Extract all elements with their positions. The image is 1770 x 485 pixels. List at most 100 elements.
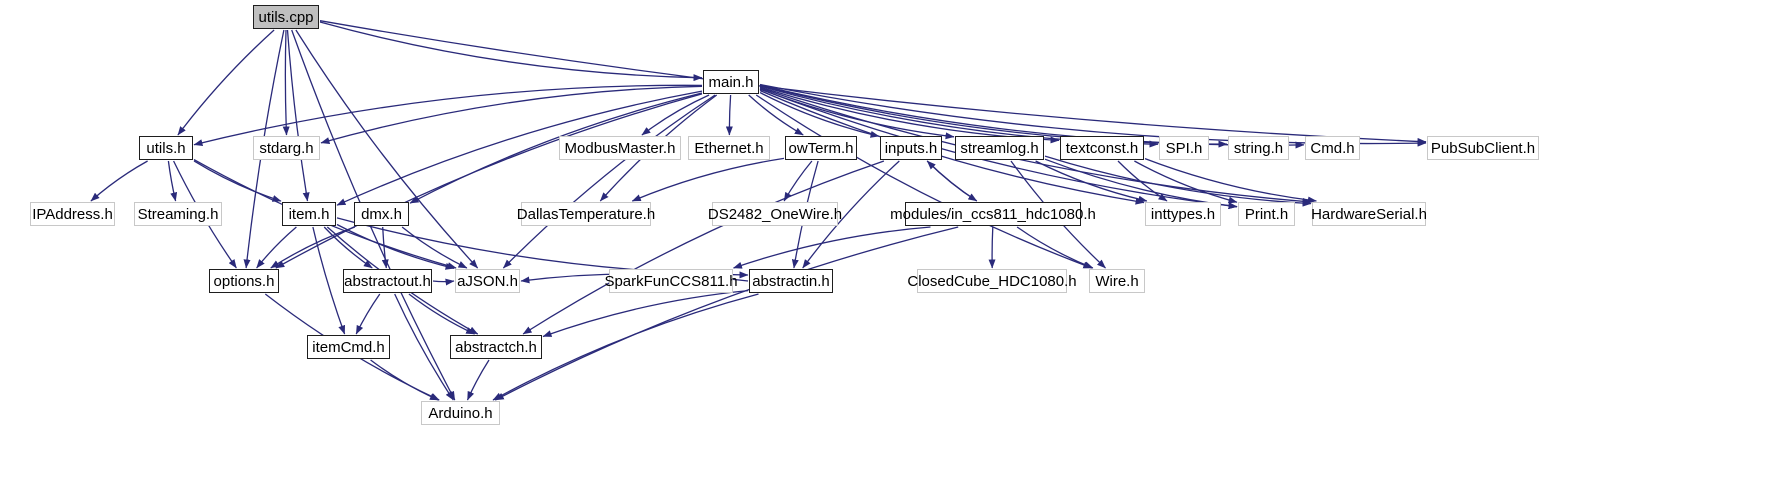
graph-edge-inputs-h-to-abstractch-h	[522, 160, 885, 335]
graph-edge-abstractin-h-to-arduino-h	[492, 293, 759, 401]
graph-edge-item-h-to-ajson-h	[336, 223, 455, 270]
graph-node-label: DS2482_OneWire.h	[707, 205, 843, 223]
graph-edge-abstractin-h-to-abstractch-h	[542, 289, 749, 338]
graph-edge-abstractout-h-to-abstractch-h	[408, 293, 476, 335]
graph-node-label: ClosedCube_HDC1080.h	[907, 272, 1077, 290]
graph-node-label: utils.cpp	[258, 8, 314, 26]
graph-node-label: utils.h	[146, 139, 186, 157]
graph-edge-abstractout-h-to-itemcmd-h	[355, 293, 381, 335]
graph-node-label: owTerm.h	[788, 139, 854, 157]
graph-node-owterm-h[interactable]: owTerm.h	[785, 136, 857, 160]
graph-edge-utils-h-to-streaming-h	[167, 160, 178, 202]
graph-node-label: modules/in_ccs811_hdc1080.h	[890, 205, 1096, 223]
graph-node-inputs-h[interactable]: inputs.h	[880, 136, 942, 160]
graph-node-wire-h[interactable]: Wire.h	[1089, 269, 1145, 293]
graph-node-hwserial-h[interactable]: HardwareSerial.h	[1311, 202, 1427, 226]
graph-edge-ccs811mod-h-to-sparkfun-h	[733, 226, 931, 269]
graph-node-ds2482-h[interactable]: DS2482_OneWire.h	[708, 202, 842, 226]
graph-node-ipaddress-h[interactable]: IPAddress.h	[30, 202, 115, 226]
graph-node-label: aJSON.h	[457, 272, 518, 290]
graph-node-itemcmd-h[interactable]: itemCmd.h	[307, 335, 390, 359]
graph-node-inttypes-h[interactable]: inttypes.h	[1145, 202, 1221, 226]
graph-node-label: Print.h	[1244, 205, 1289, 223]
graph-edge-main-h-to-cmd-h	[759, 84, 1305, 149]
graph-node-stdarg-h[interactable]: stdarg.h	[253, 136, 320, 160]
graph-edge-main-h-to-ethernet-h	[725, 94, 733, 136]
graph-node-main-h[interactable]: main.h	[703, 70, 759, 94]
graph-node-label: ModbusMaster.h	[564, 139, 676, 157]
graph-edge-ccs811mod-h-to-arduino-h	[494, 226, 959, 401]
graph-edge-owterm-h-to-dallas-h	[631, 157, 785, 202]
graph-node-ajson-h[interactable]: aJSON.h	[455, 269, 520, 293]
graph-node-print-h[interactable]: Print.h	[1238, 202, 1295, 226]
graph-edge-abstractout-h-to-arduino-h	[394, 293, 454, 401]
graph-edge-main-h-to-wire-h	[755, 94, 1093, 269]
graph-edge-main-h-to-hwserial-h	[759, 87, 1312, 205]
graph-edge-inputs-h-to-abstractin-h	[802, 160, 900, 269]
graph-edge-owterm-h-to-ds2482-h	[783, 160, 813, 202]
graph-node-label: textconst.h	[1065, 139, 1139, 157]
graph-edge-ccs811mod-h-to-closedcube-h	[988, 226, 996, 269]
graph-node-string-h[interactable]: string.h	[1228, 136, 1289, 160]
graph-node-label: SPI.h	[1165, 139, 1203, 157]
graph-node-arduino-h[interactable]: Arduino.h	[421, 401, 500, 425]
graph-node-dallas-h[interactable]: DallasTemperature.h	[517, 202, 655, 226]
graph-node-label: string.h	[1233, 139, 1284, 157]
graph-node-abstractout-h[interactable]: abstractout.h	[343, 269, 432, 293]
graph-node-item-h[interactable]: item.h	[282, 202, 336, 226]
graph-edge-main-h-to-print-h	[759, 88, 1238, 210]
graph-edge-textconst-h-to-inttypes-h	[1117, 160, 1168, 202]
graph-node-label: Cmd.h	[1310, 139, 1355, 157]
graph-edge-ccs811mod-h-to-wire-h	[1016, 226, 1094, 269]
graph-node-label: inttypes.h	[1150, 205, 1216, 223]
graph-edge-ccs811mod-h-to-inputs-h	[926, 160, 978, 202]
graph-edge-utils-h-to-ipaddress-h	[90, 160, 148, 202]
graph-edge-utils-cpp-to-utils-h	[177, 29, 275, 136]
graph-edge-main-h-to-options-h	[275, 93, 703, 269]
graph-node-streaming-h[interactable]: Streaming.h	[134, 202, 222, 226]
graph-node-abstractin-h[interactable]: abstractin.h	[749, 269, 833, 293]
graph-node-label: options.h	[213, 272, 275, 290]
graph-edge-streamlog-h-to-hwserial-h	[1044, 155, 1312, 207]
graph-node-utils-h[interactable]: utils.h	[139, 136, 193, 160]
graph-node-label: inputs.h	[884, 139, 938, 157]
graph-node-pubsub-h[interactable]: PubSubClient.h	[1427, 136, 1539, 160]
graph-edge-main-h-to-utils-h	[193, 84, 703, 147]
graph-edge-main-h-to-modbus-h	[641, 94, 710, 136]
graph-edge-main-h-to-dmx-h	[409, 92, 703, 204]
graph-node-dmx-h[interactable]: dmx.h	[354, 202, 409, 226]
graph-edge-main-h-to-ajson-h	[502, 94, 716, 269]
graph-edge-utils-cpp-to-item-h	[286, 29, 310, 202]
graph-node-textconst-h[interactable]: textconst.h	[1060, 136, 1144, 160]
graph-node-label: abstractout.h	[344, 272, 431, 290]
graph-node-sparkfun-h[interactable]: SparkFunCCS811.h	[604, 269, 738, 293]
graph-node-cmd-h[interactable]: Cmd.h	[1305, 136, 1360, 160]
graph-node-modbus-h[interactable]: ModbusMaster.h	[559, 136, 681, 160]
graph-node-label: PubSubClient.h	[1430, 139, 1536, 157]
graph-node-label: Streaming.h	[137, 205, 219, 223]
graph-edge-item-h-to-abstractout-h	[323, 226, 373, 269]
graph-edge-item-h-to-abstractin-h	[336, 217, 749, 279]
graph-node-utils-cpp[interactable]: utils.cpp	[253, 5, 319, 29]
graph-node-closedcube-h[interactable]: ClosedCube_HDC1080.h	[907, 269, 1077, 293]
graph-edge-dmx-h-to-abstractout-h	[381, 226, 389, 269]
graph-node-streamlog-h[interactable]: streamlog.h	[955, 136, 1044, 160]
graph-edge-main-h-to-inputs-h	[759, 92, 880, 138]
graph-node-ethernet-h[interactable]: Ethernet.h	[688, 136, 770, 160]
graph-node-label: stdarg.h	[259, 139, 314, 157]
graph-node-label: main.h	[708, 73, 754, 91]
graph-node-label: Ethernet.h	[694, 139, 764, 157]
graph-edge-streamlog-h-to-inttypes-h	[1035, 160, 1148, 203]
graph-node-abstractch-h[interactable]: abstractch.h	[450, 335, 542, 359]
graph-edge-main-h-to-inttypes-h	[759, 89, 1145, 205]
graph-node-options-h[interactable]: options.h	[209, 269, 279, 293]
graph-node-spi-h[interactable]: SPI.h	[1159, 136, 1209, 160]
graph-edge-main-h-to-stdarg-h	[320, 85, 703, 144]
graph-edge-abstractch-h-to-arduino-h	[466, 359, 490, 401]
graph-node-label: dmx.h	[361, 205, 402, 223]
graph-node-label: DallasTemperature.h	[516, 205, 656, 223]
graph-node-label: item.h	[288, 205, 330, 223]
graph-node-ccs811mod-h[interactable]: modules/in_ccs811_hdc1080.h	[890, 202, 1096, 226]
